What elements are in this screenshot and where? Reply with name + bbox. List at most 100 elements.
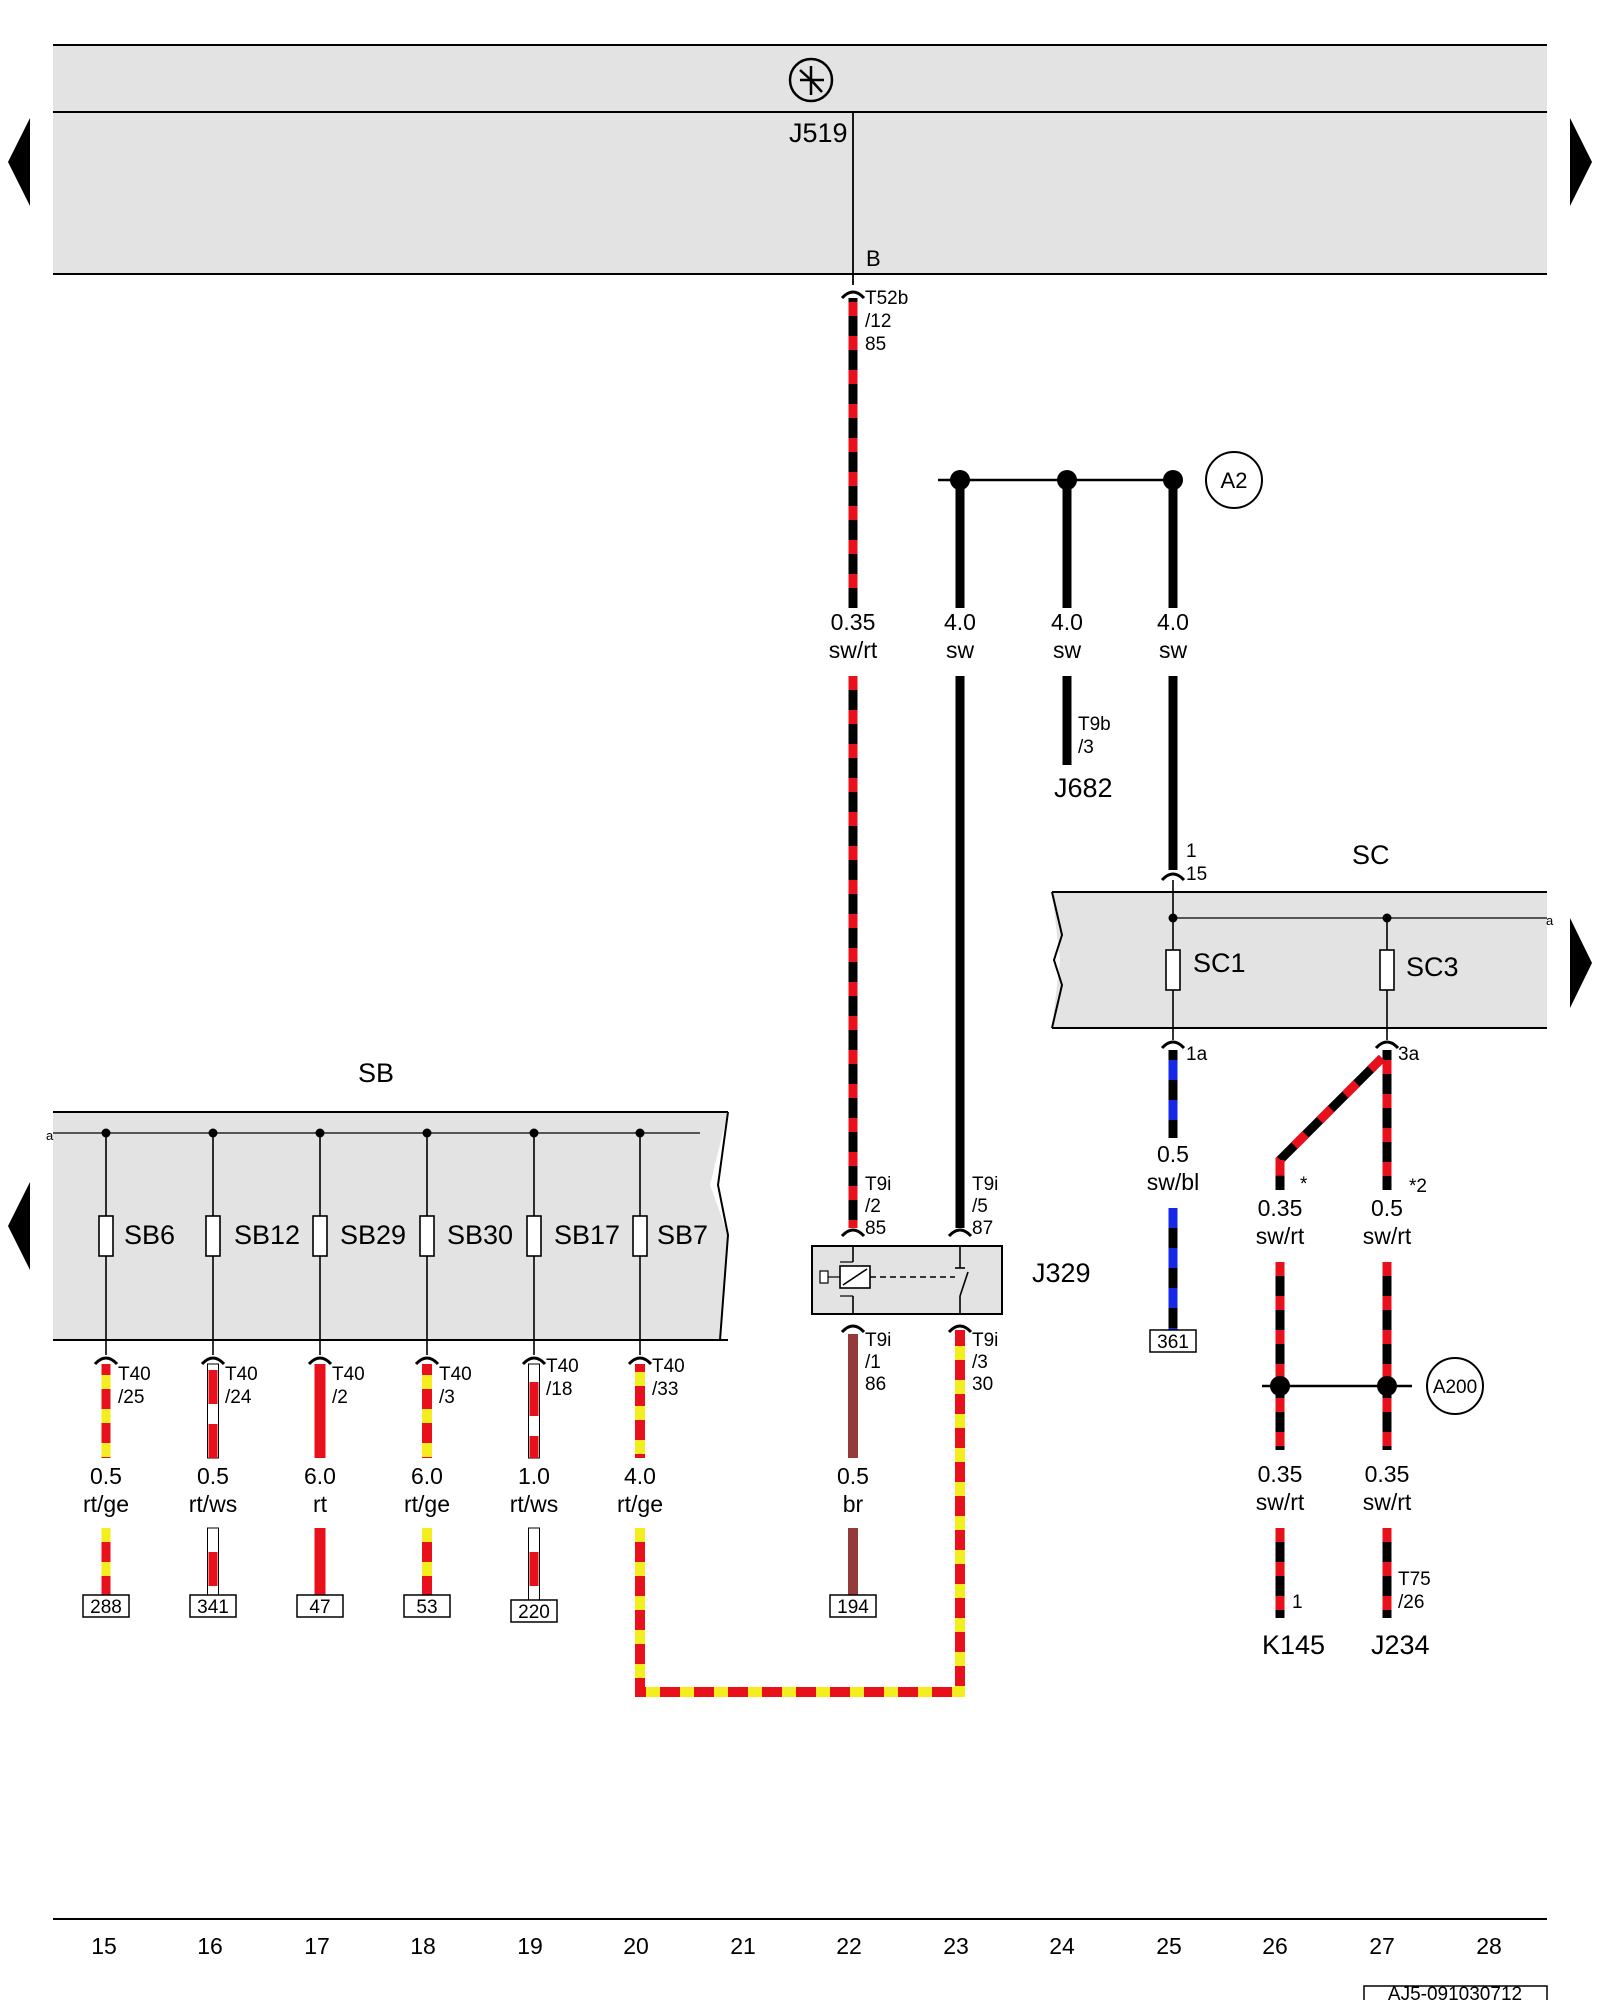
wire26b-color: sw/rt bbox=[1256, 1489, 1305, 1515]
wire23-color: sw bbox=[946, 637, 975, 663]
sb17-connector: T40 bbox=[546, 1356, 579, 1377]
fuse-sb30: SB30 bbox=[447, 1220, 513, 1250]
relay-86-pin: /1 bbox=[865, 1352, 881, 1373]
j234-pin: /26 bbox=[1398, 1592, 1424, 1613]
ref-194: 194 bbox=[837, 1597, 869, 1618]
relay-coil-icon bbox=[819, 1246, 955, 1314]
column-20: 20 bbox=[623, 1933, 649, 1959]
sc-pin-3a: 3a bbox=[1398, 1044, 1420, 1065]
wire27b-size: 0.35 bbox=[1365, 1461, 1410, 1487]
column-24: 24 bbox=[1049, 1933, 1075, 1959]
relay-86-wire-size: 0.5 bbox=[837, 1463, 869, 1489]
sb12-pin: /24 bbox=[225, 1387, 252, 1408]
fuse-sc1: SC1 bbox=[1193, 948, 1246, 978]
relay-switch-icon bbox=[955, 1246, 969, 1314]
sb6-wire-color: rt/ge bbox=[83, 1491, 129, 1517]
column-25: 25 bbox=[1156, 1933, 1182, 1959]
a2-bus: A2 4.0 sw 4.0 sw T9b /3 J682 4.0 sw bbox=[938, 451, 1263, 1228]
sb-rail-a: a bbox=[46, 1128, 54, 1143]
fuse-sc3: SC3 bbox=[1406, 952, 1459, 982]
relay-label: J329 bbox=[1032, 1258, 1091, 1288]
page-prev-arrow-2-icon[interactable] bbox=[8, 1182, 30, 1270]
relay-87-connector: T9i bbox=[972, 1174, 998, 1195]
sb-fuse-sb29: SB29 T40 /2 6.0 rt 47 bbox=[296, 1128, 406, 1618]
page-next-arrow-2-icon[interactable] bbox=[1570, 918, 1592, 1008]
wire25-size: 4.0 bbox=[1157, 609, 1189, 635]
sb-fuse-sb17: SB17 T40 /18 1.0 rt/ws 220 bbox=[510, 1128, 620, 1623]
sb30-pin: /3 bbox=[439, 1387, 455, 1408]
sb29-wire-color: rt bbox=[313, 1491, 328, 1517]
sb7-wire-size: 4.0 bbox=[624, 1463, 656, 1489]
k145-label: K145 bbox=[1262, 1630, 1325, 1660]
sb17-pin: /18 bbox=[546, 1379, 572, 1400]
j519-module: J519 B bbox=[53, 44, 1547, 285]
relay-86-terminal: 86 bbox=[865, 1374, 886, 1395]
sb12-connector: T40 bbox=[225, 1364, 258, 1385]
relay-85-pin: /2 bbox=[865, 1196, 881, 1217]
ref-361: 361 bbox=[1157, 1332, 1189, 1353]
sb29-pin: /2 bbox=[332, 1387, 348, 1408]
column-15: 15 bbox=[91, 1933, 117, 1959]
wire-j519-relay: T52b /12 85 0.35 sw/rt bbox=[829, 288, 908, 1228]
ref-47: 47 bbox=[309, 1597, 330, 1618]
t52b-connector: T52b bbox=[865, 288, 908, 309]
sc-pin-in-top: 1 bbox=[1186, 841, 1197, 862]
sc-rail-a: a bbox=[1546, 913, 1554, 928]
wire26-color: sw/rt bbox=[1256, 1223, 1305, 1249]
ref-53: 53 bbox=[416, 1597, 437, 1618]
wire24-size: 4.0 bbox=[1051, 609, 1083, 635]
node-a200-label: A200 bbox=[1433, 1377, 1477, 1398]
column-22: 22 bbox=[836, 1933, 862, 1959]
sb-fuse-sb12: SB12 T40 /24 0.5 rt/ws 341 bbox=[189, 1128, 300, 1618]
sb6-connector: T40 bbox=[118, 1364, 151, 1385]
column-17: 17 bbox=[304, 1933, 330, 1959]
relay-30-pin: /3 bbox=[972, 1352, 988, 1373]
sb-fuse-sb7: SB7 T40 /33 4.0 rt/ge bbox=[617, 1128, 708, 1517]
node-a200-circle[interactable] bbox=[1426, 1357, 1484, 1415]
j682-connector: T9b bbox=[1078, 714, 1111, 735]
fuse-sb29: SB29 bbox=[340, 1220, 406, 1250]
wire27-note: *2 bbox=[1409, 1176, 1427, 1197]
wire26b-size: 0.35 bbox=[1258, 1461, 1303, 1487]
relay-85-terminal: 85 bbox=[865, 1218, 886, 1239]
column-28: 28 bbox=[1476, 1933, 1502, 1959]
relay-30-connector: T9i bbox=[972, 1330, 998, 1351]
transistor-symbol-icon bbox=[788, 57, 834, 103]
column-21: 21 bbox=[730, 1933, 756, 1959]
j234-connector: T75 bbox=[1398, 1569, 1431, 1590]
fuse-sb17: SB17 bbox=[554, 1220, 620, 1250]
ref-341: 341 bbox=[197, 1597, 229, 1618]
sc-fuse-box: SC 1 15 a SC1 SC3 1a 3a bbox=[1051, 840, 1554, 1065]
fuse-sb7: SB7 bbox=[657, 1220, 708, 1250]
column-19: 19 bbox=[517, 1933, 543, 1959]
wire26-note: * bbox=[1300, 1174, 1308, 1195]
t52b-pin: /12 bbox=[865, 311, 891, 332]
relay-30-terminal: 30 bbox=[972, 1374, 993, 1395]
node-a2-circle[interactable] bbox=[1205, 451, 1263, 509]
fuse-sb6: SB6 bbox=[124, 1220, 175, 1250]
page-next-arrow-icon[interactable] bbox=[1570, 118, 1592, 206]
relay-j329: J329 T9i /2 85 T9i /5 87 T9i /1 86 T9i /… bbox=[811, 1174, 1091, 1618]
sc-title: SC bbox=[1352, 840, 1390, 870]
j682-pin: /3 bbox=[1078, 737, 1094, 758]
sb30-wire-size: 6.0 bbox=[411, 1463, 443, 1489]
ref-288: 288 bbox=[90, 1597, 122, 1618]
wire27-color: sw/rt bbox=[1363, 1223, 1412, 1249]
relay-87-pin: /5 bbox=[972, 1196, 988, 1217]
doc-id: AJ5-091030712 bbox=[1388, 1984, 1522, 2000]
page-prev-arrow-icon[interactable] bbox=[8, 118, 30, 206]
sb7-pin: /33 bbox=[652, 1379, 678, 1400]
sb30-wire-color: rt/ge bbox=[404, 1491, 450, 1517]
sb6-wire-size: 0.5 bbox=[90, 1463, 122, 1489]
sc-outputs: 0.5 sw/bl 361 * *2 0.35 sw/rt 0.5 sw/rt … bbox=[1147, 1050, 1484, 1660]
wire24-color: sw bbox=[1053, 637, 1082, 663]
column-27: 27 bbox=[1369, 1933, 1395, 1959]
wire25-color: sw bbox=[1159, 637, 1188, 663]
wire-sb7-relay30 bbox=[635, 1330, 965, 1697]
column-26: 26 bbox=[1262, 1933, 1288, 1959]
wire22-color: sw/rt bbox=[829, 637, 878, 663]
relay-85-connector: T9i bbox=[865, 1174, 891, 1195]
relay-86-wire-color: br bbox=[843, 1491, 864, 1517]
column-18: 18 bbox=[410, 1933, 436, 1959]
